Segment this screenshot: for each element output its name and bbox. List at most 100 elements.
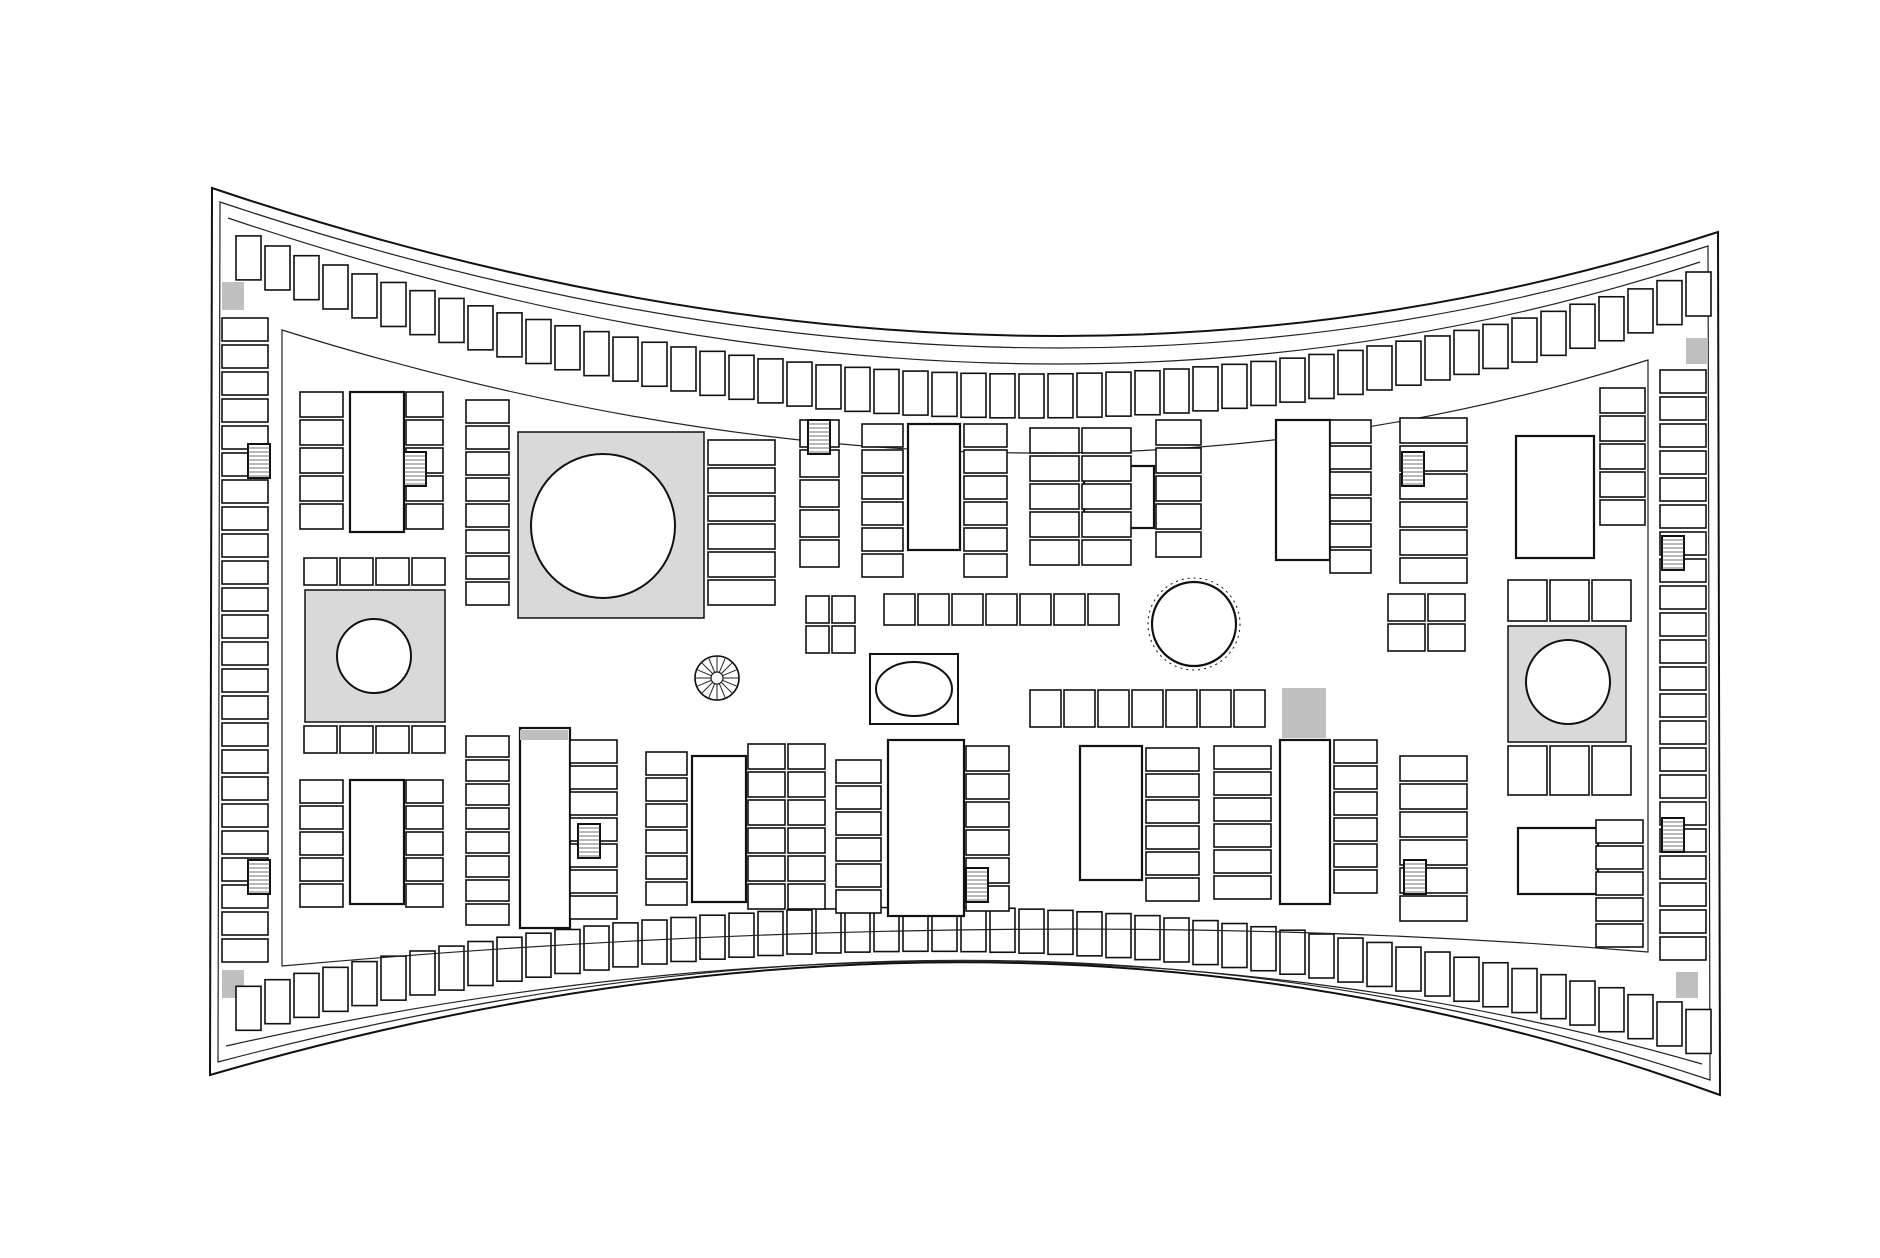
interior-room: [1213, 849, 1272, 874]
perimeter-room-east: [1659, 666, 1707, 691]
spiral-tread: [722, 669, 738, 677]
interior-room: [1387, 593, 1426, 622]
perimeter-room-south: [1482, 961, 1509, 1008]
interior-room: [1155, 447, 1202, 474]
perimeter-room-south: [1453, 956, 1480, 1003]
perimeter-room-east: [1659, 774, 1707, 799]
perimeter-room-north: [1308, 353, 1335, 400]
interior-room: [1399, 557, 1468, 584]
interior-room: [299, 805, 344, 830]
perimeter-room-north: [1685, 271, 1712, 317]
perimeter-room-east: [1659, 855, 1707, 880]
interior-room: [1595, 897, 1644, 922]
perimeter-room-south: [1250, 925, 1277, 972]
perimeter-room-north: [728, 354, 755, 401]
perimeter-room-north: [1192, 366, 1219, 412]
perimeter-room-west: [221, 317, 269, 342]
perimeter-room-north: [960, 372, 987, 419]
interior-room: [1053, 593, 1086, 626]
perimeter-room-west: [221, 398, 269, 423]
interior-room: [861, 553, 904, 578]
interior-room: [707, 467, 776, 494]
perimeter-room-north: [902, 370, 929, 416]
interior-room: [465, 425, 510, 450]
interior-room: [883, 593, 916, 626]
interior-room: [1081, 483, 1132, 510]
interior-room: [645, 803, 688, 828]
light-court: [906, 422, 962, 552]
interior-room: [465, 759, 510, 782]
perimeter-room-north: [525, 318, 552, 365]
interior-room: [965, 829, 1010, 856]
perimeter-room-south: [844, 907, 871, 953]
perimeter-room-south: [583, 925, 610, 971]
perimeter-room-north: [235, 235, 262, 281]
spiral-tread: [718, 683, 726, 699]
perimeter-room-west: [221, 722, 269, 747]
interior-room: [465, 477, 510, 502]
perimeter-room-north: [1134, 369, 1161, 416]
interior-room: [299, 391, 344, 418]
perimeter-room-west: [221, 479, 269, 504]
perimeter-room-east: [1659, 936, 1707, 961]
interior-room: [1155, 531, 1202, 558]
stair-core: [1661, 535, 1685, 571]
interior-room: [835, 837, 882, 862]
interior-room: [1595, 871, 1644, 896]
interior-room: [645, 777, 688, 802]
perimeter-room-south: [1163, 917, 1190, 963]
service-slot-west: [520, 730, 568, 740]
interior-room: [339, 557, 374, 586]
stair-core: [1661, 817, 1685, 853]
inner-facade: [217, 201, 1711, 1081]
interior-room: [465, 399, 510, 424]
interior-room: [1155, 419, 1202, 446]
perimeter-room-north: [380, 281, 407, 328]
interior-room: [1155, 475, 1202, 502]
perimeter-room-north: [931, 371, 958, 418]
oval-room: [875, 661, 953, 717]
interior-room: [1399, 895, 1468, 922]
interior-room: [787, 883, 826, 910]
spiral-tread: [696, 669, 712, 677]
interior-room: [747, 771, 786, 798]
interior-room: [707, 579, 776, 606]
stair-core: [807, 419, 831, 455]
interior-room: [1145, 825, 1200, 850]
interior-room: [1329, 419, 1372, 444]
interior-room: [299, 419, 344, 446]
perimeter-room-east: [1659, 423, 1707, 448]
stair-core-box: [577, 823, 601, 859]
spiral-tread: [708, 657, 716, 673]
interior-room: [1427, 593, 1466, 622]
stair-core-box: [1661, 535, 1685, 571]
stair-core-box: [1401, 451, 1425, 487]
interior-room: [1549, 579, 1590, 622]
interior-room: [707, 523, 776, 550]
interior-room: [1399, 501, 1468, 528]
corner-service-ne: [1686, 338, 1708, 364]
perimeter-room-east: [1659, 747, 1707, 772]
interior-room: [1019, 593, 1052, 626]
perimeter-room-north: [322, 264, 349, 310]
interior-room: [1029, 539, 1080, 566]
perimeter-room-north: [757, 358, 784, 404]
perimeter-room-south: [1105, 912, 1132, 959]
interior-room: [985, 593, 1018, 626]
interior-room: [1155, 503, 1202, 530]
interior-room: [861, 475, 904, 500]
perimeter-room-west: [221, 695, 269, 720]
perimeter-room-west: [221, 830, 269, 855]
stair-core: [247, 443, 271, 479]
perimeter-room-west: [221, 749, 269, 774]
perimeter-room-east: [1659, 693, 1707, 718]
spiral-tread: [722, 679, 738, 687]
interior-room: [1599, 443, 1646, 470]
interior-room: [1213, 875, 1272, 900]
perimeter-room-south: [1366, 941, 1393, 988]
interior-room: [1145, 773, 1200, 798]
perimeter-room-south: [1337, 937, 1364, 983]
interior-room: [1599, 499, 1646, 526]
spiral-tread: [701, 681, 714, 694]
interior-room: [963, 423, 1008, 448]
